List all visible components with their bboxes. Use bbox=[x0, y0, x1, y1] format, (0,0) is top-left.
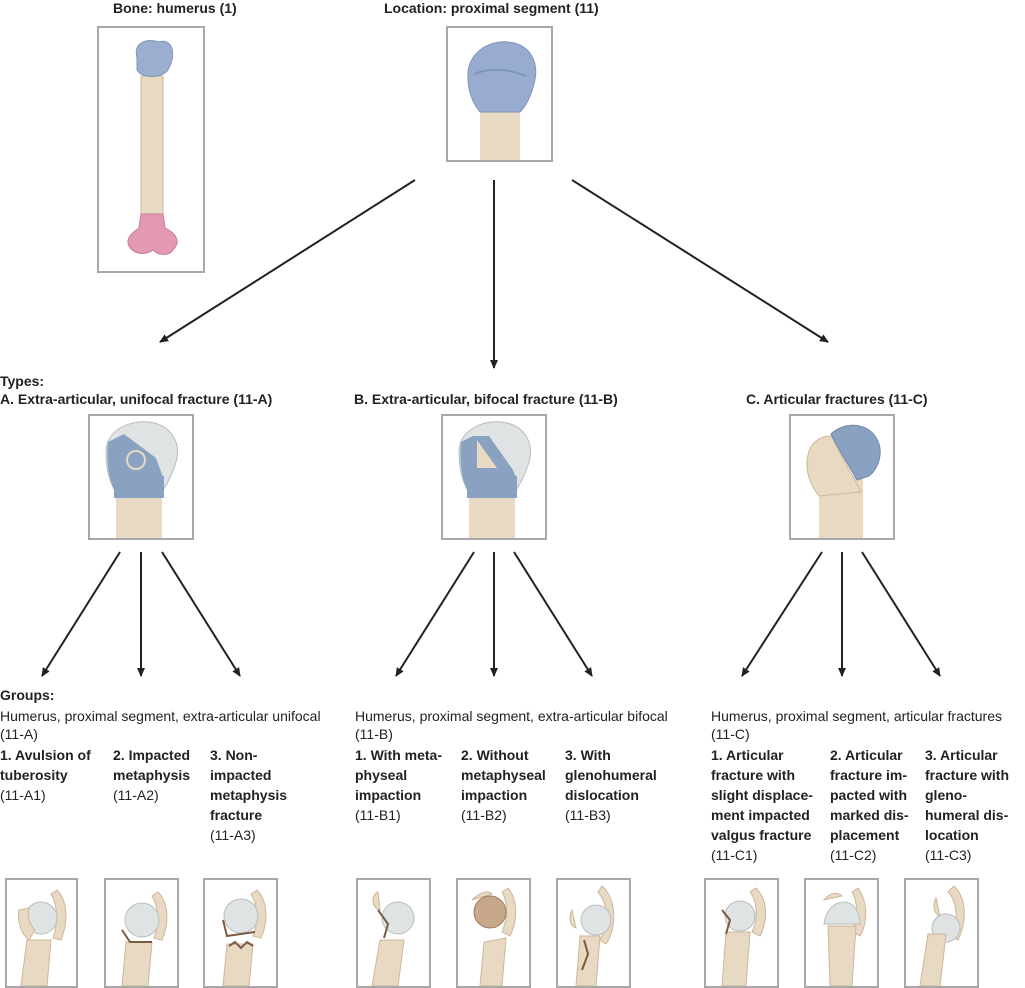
group-a2-title: 2. Impacted metaphysis bbox=[113, 747, 191, 783]
group-a1-title: 1. Avulsion of tuberosity bbox=[0, 747, 91, 783]
group-b2: 2. Without metaphyseal impaction (11-B2) bbox=[461, 745, 546, 825]
group-b3: 3. With glenohumeral dislocation (11-B3) bbox=[565, 745, 657, 825]
group-b3-illustration bbox=[556, 878, 631, 988]
arrow-to-type-c bbox=[571, 179, 829, 343]
group-c2-code: (11-C2) bbox=[830, 847, 877, 863]
group-c1-title: 1. Articular fracture with slight displa… bbox=[711, 747, 813, 843]
group-a3: 3. Non- impacted metaphysis fracture (11… bbox=[210, 745, 287, 845]
group-a2-code: (11-A2) bbox=[113, 787, 159, 803]
types-label: Types: bbox=[0, 373, 45, 389]
group-b3-code: (11-B3) bbox=[565, 807, 611, 823]
group-b1-illustration bbox=[356, 878, 431, 988]
group-set-b-heading: Humerus, proximal segment, extra-articul… bbox=[355, 708, 668, 724]
arrow-to-group-b3 bbox=[513, 551, 593, 677]
humerus-bone-illustration bbox=[97, 26, 205, 273]
group-a1: 1. Avulsion of tuberosity (11-A1) bbox=[0, 745, 91, 805]
groups-label: Groups: bbox=[0, 687, 55, 703]
location-label: Location: proximal segment (11) bbox=[384, 0, 599, 16]
type-a-title: A. Extra-articular, unifocal fracture (1… bbox=[0, 391, 273, 407]
group-c3-code: (11-C3) bbox=[925, 847, 972, 863]
type-c-illustration bbox=[789, 414, 895, 540]
arrow-to-type-a bbox=[159, 179, 416, 343]
group-b3-title: 3. With glenohumeral dislocation bbox=[565, 747, 657, 803]
group-b2-illustration bbox=[456, 878, 531, 988]
group-a1-illustration bbox=[5, 878, 78, 988]
group-set-c-heading: Humerus, proximal segment, articular fra… bbox=[711, 708, 1002, 724]
group-b2-code: (11-B2) bbox=[461, 807, 507, 823]
proximal-segment-illustration bbox=[446, 26, 553, 162]
group-c3: 3. Articular fracture with gleno- humera… bbox=[925, 745, 1009, 865]
arrow-to-group-c1 bbox=[741, 551, 823, 677]
arrow-to-group-c3 bbox=[861, 551, 941, 677]
group-c2: 2. Articular fracture im- pacted with ma… bbox=[830, 745, 909, 865]
group-c1: 1. Articular fracture with slight displa… bbox=[711, 745, 813, 865]
arrow-to-group-b1 bbox=[395, 551, 475, 677]
group-c3-illustration bbox=[904, 878, 979, 988]
group-c2-illustration bbox=[804, 878, 879, 988]
type-a-illustration bbox=[88, 414, 194, 540]
type-b-illustration bbox=[441, 414, 547, 540]
bone-label: Bone: humerus (1) bbox=[113, 0, 237, 16]
group-set-b-code: (11-B) bbox=[355, 726, 393, 742]
group-b1-title: 1. With meta- physeal impaction bbox=[355, 747, 442, 803]
arrow-to-group-a1 bbox=[41, 551, 121, 677]
group-set-a-code: (11-A) bbox=[0, 726, 38, 742]
group-set-a-heading: Humerus, proximal segment, extra-articul… bbox=[0, 708, 321, 724]
group-a3-title: 3. Non- impacted metaphysis fracture bbox=[210, 747, 288, 823]
group-a3-illustration bbox=[203, 878, 278, 988]
group-a2: 2. Impacted metaphysis (11-A2) bbox=[113, 745, 190, 805]
type-b-title: B. Extra-articular, bifocal fracture (11… bbox=[354, 391, 618, 407]
group-b1-code: (11-B1) bbox=[355, 807, 401, 823]
arrow-to-group-a3 bbox=[161, 551, 241, 677]
group-a2-illustration bbox=[104, 878, 179, 988]
group-a1-code: (11-A1) bbox=[0, 787, 46, 803]
group-c1-illustration bbox=[704, 878, 779, 988]
group-a3-code: (11-A3) bbox=[210, 827, 256, 843]
group-c3-title: 3. Articular fracture with gleno- humera… bbox=[925, 747, 1010, 843]
group-set-c-code: (11-C) bbox=[711, 726, 750, 742]
type-c-title: C. Articular fractures (11-C) bbox=[746, 391, 928, 407]
group-b1: 1. With meta- physeal impaction (11-B1) bbox=[355, 745, 442, 825]
group-c1-code: (11-C1) bbox=[711, 847, 758, 863]
group-c2-title: 2. Articular fracture im- pacted with ma… bbox=[830, 747, 909, 843]
group-b2-title: 2. Without metaphyseal impaction bbox=[461, 747, 546, 803]
